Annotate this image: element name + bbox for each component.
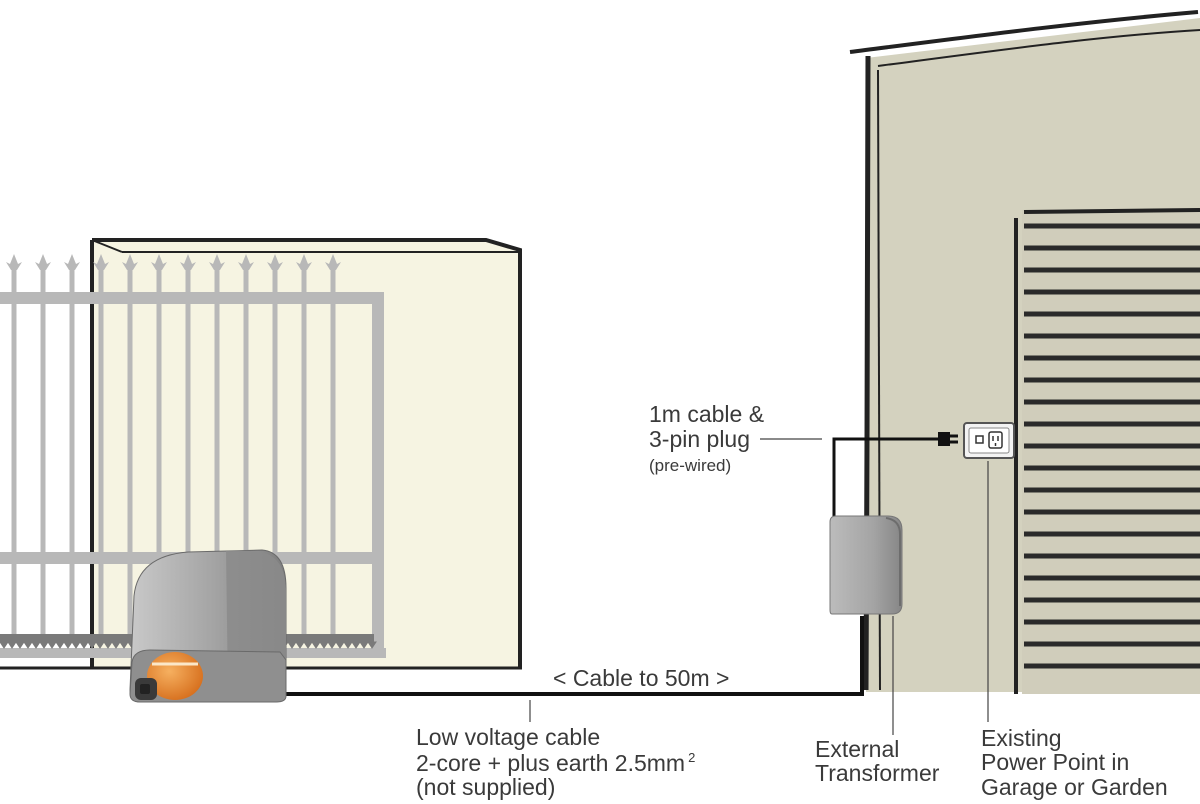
picket-finial [64,254,80,270]
low-voltage-label-line3: (not supplied) [416,774,556,800]
picket-finial [209,254,225,270]
plug-label-note: (pre-wired) [649,456,732,475]
transformer-label-line2: Transformer [815,760,940,786]
gate-picket [185,268,191,638]
picket-finial [122,254,138,270]
transformer-label-line1: External [815,736,900,762]
power-point-label-line2: Power Point in [981,749,1130,775]
plug-label-line1: 1m cable & [649,401,765,427]
picket-finial [151,254,167,270]
roller-door [1014,208,1200,694]
cable-length-label: < Cable to 50m > [553,665,730,691]
gate-picket [40,268,46,638]
gate-motor [129,549,287,703]
leader-lines [529,438,989,735]
power-point-label-line3: Garage or Garden [981,774,1168,800]
picket-finial [296,254,312,270]
picket-finial [93,254,109,270]
picket-finial [238,254,254,270]
power-point [963,422,1015,459]
gate-picket [243,268,249,638]
gate-top-rail [0,292,382,304]
gate-picket [127,268,133,638]
low-voltage-cable [282,616,864,696]
low-voltage-label-line1: Low voltage cable [416,724,601,750]
picket-finial [6,254,22,270]
gate-picket [330,268,336,638]
gate-picket [11,268,17,638]
gate-end-post [372,292,384,658]
plug-label-line2: 3-pin plug [649,426,751,452]
picket-finial [325,254,341,270]
gate-picket [69,268,75,638]
gate-picket [301,268,307,638]
gate-picket [98,268,104,638]
external-transformer [829,515,903,615]
picket-finial [35,254,51,270]
picket-finial [267,254,283,270]
gate-picket [214,268,220,638]
gate-picket [272,268,278,638]
picket-finial [180,254,196,270]
plug-cable [832,432,958,518]
power-point-label-line1: Existing [981,725,1062,751]
gate-picket [156,268,162,638]
